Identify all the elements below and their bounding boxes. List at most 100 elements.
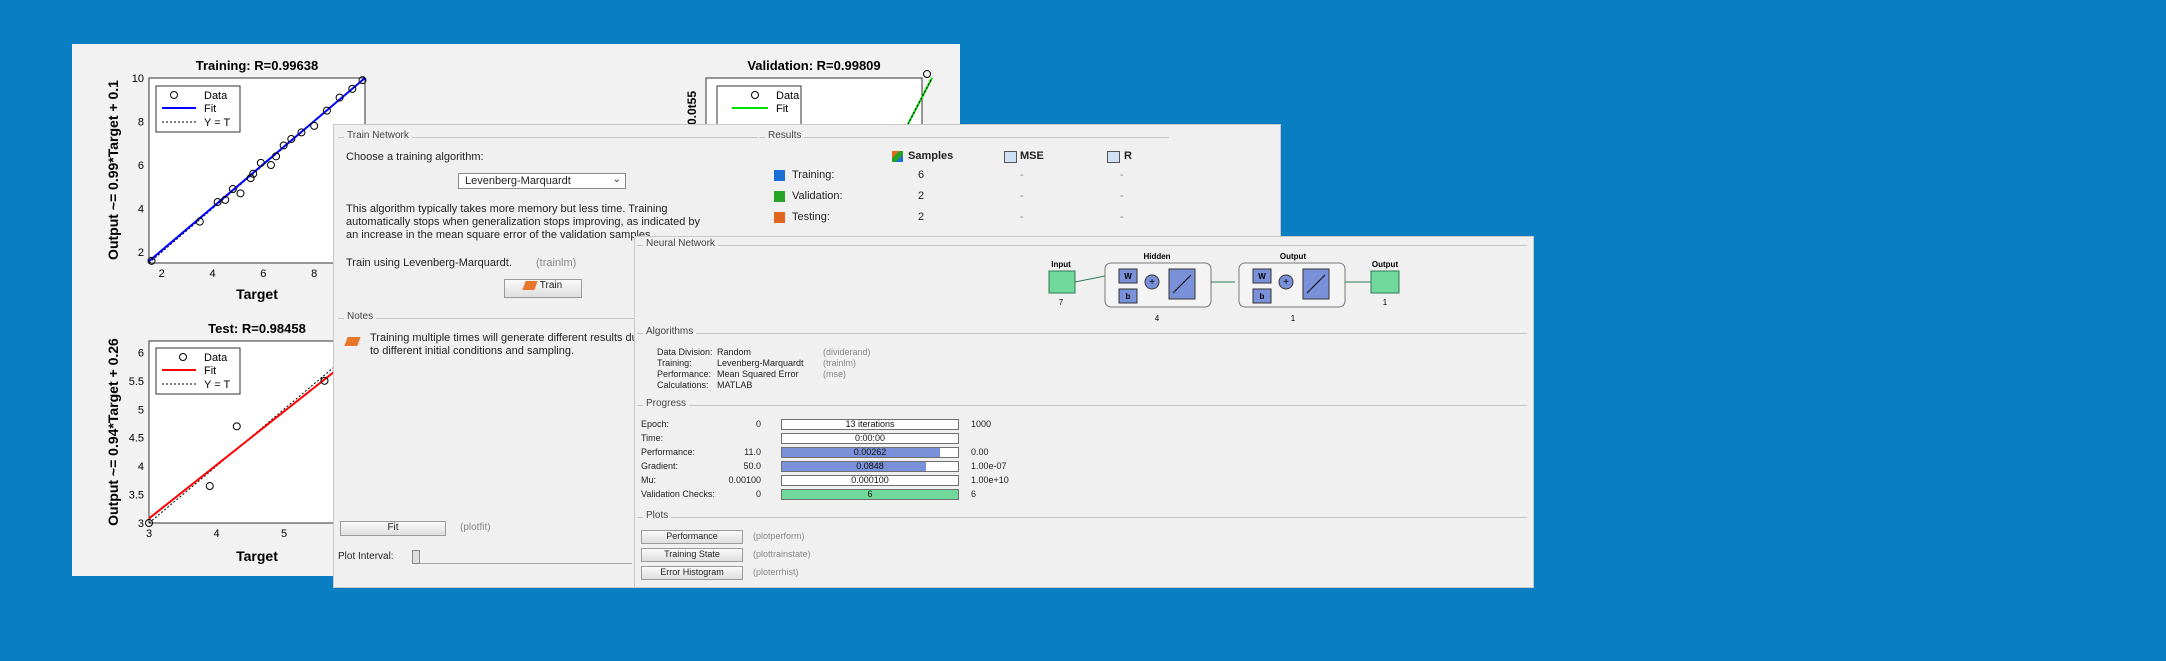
plot-button[interactable]: Performance [641,530,743,544]
train-icon [522,281,538,290]
test-plot: Test: R=0.98458 Target Output ~= 0.94*Ta… [105,321,366,564]
y-tick-label: 5 [138,404,144,416]
output-size: 1 [1383,298,1388,307]
hidden-b-label: b [1126,292,1131,301]
y-tick-label: 4 [138,461,144,473]
data-point [279,141,288,150]
plot-button[interactable]: Error Histogram [641,566,743,580]
data-point [266,161,275,170]
plots-title: Plots [643,510,672,521]
neural-network-title: Neural Network [643,238,718,249]
data-point [358,76,367,85]
results-header-samples: Samples [908,150,954,162]
algorithm-select[interactable]: Levenberg-Marquardt ⌄ [458,173,626,189]
neural-network-section: Neural Network [637,238,1527,256]
legend-data-marker [179,353,187,361]
samples-icon [892,151,903,162]
hidden-size: 4 [1155,314,1160,323]
progress-bar-text: 0:00:00 [854,433,886,443]
output-sum-node [1278,274,1294,290]
plot-button-label: Performance [666,531,718,541]
y-tick-label: 3.5 [129,490,144,502]
input-block [1048,270,1076,294]
progress-row-end: 6 [971,489,977,499]
r-icon [1107,151,1120,163]
algorithm-row-value: Levenberg-Marquardt [717,358,804,368]
results-header-mse: MSE [1020,150,1044,162]
progress-bar: 0:00:00 [781,433,959,444]
output-w-label: W [1258,272,1266,281]
data-point [205,482,214,491]
data-point [310,121,319,130]
transfer-curve-icon [1172,274,1192,294]
results-training-label: Training: [792,169,835,181]
data-point [320,376,329,385]
legend-fit-label: Fit [204,365,216,377]
plot-button-label: Training State [664,549,720,559]
algorithms-section: Algorithms [637,326,1527,344]
data-point [249,169,258,178]
legend-yt-label: Y = T [204,379,230,391]
plus-icon: + [1149,277,1155,288]
training-using-label: Train using Levenberg-Marquardt. [346,257,512,269]
train-button-label: Train [539,280,563,291]
results-validation-mse: - [1020,190,1024,202]
mse-icon [1004,151,1017,163]
y-tick-label: 6 [138,347,144,359]
fit-button-label: Fit [387,522,399,533]
data-point [256,158,265,167]
plot-button[interactable]: Training State [641,548,743,562]
progress-bar-text: 6 [867,489,873,499]
y-tick-label: 10 [132,73,144,85]
progress-section: Progress [637,398,1527,416]
x-tick-label: 6 [260,268,266,280]
data-point [221,195,230,204]
progress-row-label: Epoch: [641,419,670,429]
progress-bar: 13 iterations [781,419,959,430]
validation-ylabel: 0.0t55 [685,91,699,125]
notes-icon [344,337,361,346]
results-validation-label: Validation: [792,190,843,202]
validation-title: Validation: R=0.99809 [747,58,880,73]
notes-title: Notes [344,311,377,322]
progress-bar-text: 0.000100 [851,475,889,485]
progress-bar-fill [782,448,941,457]
fit-button[interactable]: Fit [340,521,446,536]
output-b-label: b [1260,292,1265,301]
notes-section: Notes [338,311,758,329]
train-network-title: Train Network [344,130,412,141]
x-tick-label: 8 [311,268,317,280]
input-label: Input [1051,260,1071,269]
output-weight-block [1252,268,1272,284]
progress-row-label: Performance: [641,447,696,457]
transfer-line-icon [1306,274,1326,294]
training-fit-line [148,77,366,262]
hidden-bias-block [1118,288,1138,304]
x-tick-label: 2 [159,268,165,280]
plot-button-fn: (ploterrhist) [753,567,799,577]
results-section: Results [759,130,1169,218]
test-title: Test: R=0.98458 [208,321,306,336]
data-point [348,84,357,93]
progress-bar: 0.00262 [781,447,959,458]
algorithms-title: Algorithms [643,326,697,337]
legend-yt-label: Y = T [204,117,230,129]
data-point [335,93,344,102]
train-button[interactable]: Train [504,279,582,298]
progress-row-end: 1.00e-07 [971,461,1007,471]
legend-data-label: Data [776,90,800,102]
data-point [232,422,241,431]
network-diagram: Input 7 Hidden W b + 4 Output W b + 1 Ou… [1048,252,1400,323]
legend-data-label: Data [204,352,228,364]
notes-line-2: to different initial conditions and samp… [370,345,575,357]
algorithm-row-label: Performance: [657,369,712,379]
plot-interval-thumb[interactable] [412,550,420,564]
results-validation-samples: 2 [918,190,925,202]
algorithm-select-value: Levenberg-Marquardt [465,175,571,187]
plot-interval-slider[interactable] [412,550,632,564]
test-xlabel: Target [236,548,278,564]
progress-bar-text: 0.00262 [853,447,887,457]
results-validation-r: - [1120,190,1124,202]
algorithm-row-label: Training: [657,358,692,368]
